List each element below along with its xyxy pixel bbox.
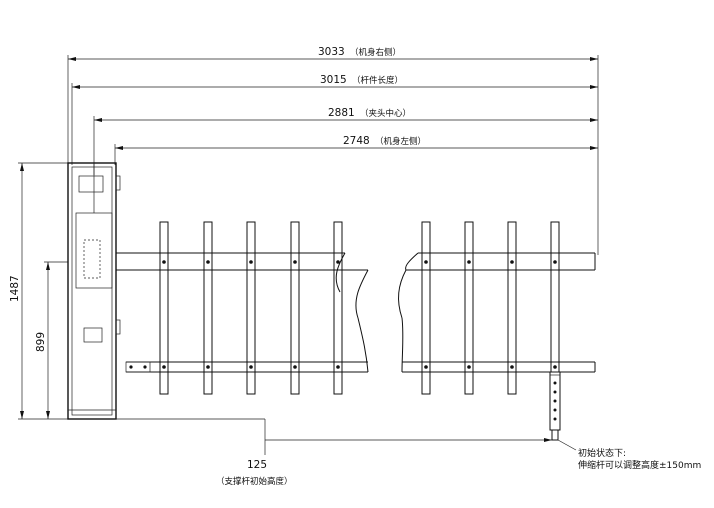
dimension-machine-left: 2748 （机身左侧） bbox=[114, 135, 598, 165]
gate-housing bbox=[67, 162, 121, 420]
dim-125-value: 125 bbox=[247, 459, 267, 471]
bottom-rail bbox=[125, 317, 596, 373]
top-rail-right bbox=[398, 252, 596, 319]
dim-1487-value: 1487 bbox=[9, 275, 21, 302]
initial-state-note: 初始状态下: 伸缩杆可以调整高度±150mm bbox=[557, 439, 701, 471]
dim-2748-label: （机身左侧） bbox=[375, 136, 426, 147]
dim-125-label: （支撑杆初始高度） bbox=[216, 476, 293, 487]
dim-2881-value: 2881 bbox=[328, 107, 355, 119]
fence-bar bbox=[507, 221, 517, 395]
dimension-rod-length: 3015 （杆件长度） bbox=[71, 74, 598, 165]
dim-3033-value: 3033 bbox=[318, 46, 345, 58]
fence-bars-right bbox=[421, 221, 560, 395]
note-line-2: 伸缩杆可以调整高度±150mm bbox=[578, 459, 701, 471]
fence-bar bbox=[550, 221, 560, 373]
dimension-total-height: 1487 bbox=[9, 162, 68, 420]
fence-bar bbox=[333, 221, 343, 395]
note-line-1: 初始状态下: bbox=[578, 447, 626, 459]
fence-bar bbox=[290, 221, 300, 395]
dimension-support-height: 125 （支撑杆初始高度） bbox=[115, 418, 552, 487]
fence-bar bbox=[421, 221, 431, 395]
dim-2748-value: 2748 bbox=[343, 135, 370, 147]
fence-bar bbox=[203, 221, 213, 395]
dimension-machine-right: 3033 （机身右侧） bbox=[67, 46, 599, 255]
fence-bar bbox=[159, 221, 169, 395]
dim-899-value: 899 bbox=[35, 332, 47, 352]
dim-3033-label: （机身右侧） bbox=[350, 47, 401, 58]
dim-2881-label: （夹头中心） bbox=[360, 108, 411, 119]
fence-bar bbox=[246, 221, 256, 395]
dimension-arm-height: 899 bbox=[35, 261, 68, 419]
dim-3015-value: 3015 bbox=[320, 74, 347, 86]
dim-3015-label: （杆件长度） bbox=[352, 75, 403, 86]
top-rail-left bbox=[116, 252, 369, 319]
fence-bar bbox=[464, 221, 474, 395]
telescopic-support-leg bbox=[549, 371, 561, 441]
dimension-clamp-center: 2881 （夹头中心） bbox=[93, 107, 598, 175]
fence-bars-left bbox=[159, 221, 343, 395]
